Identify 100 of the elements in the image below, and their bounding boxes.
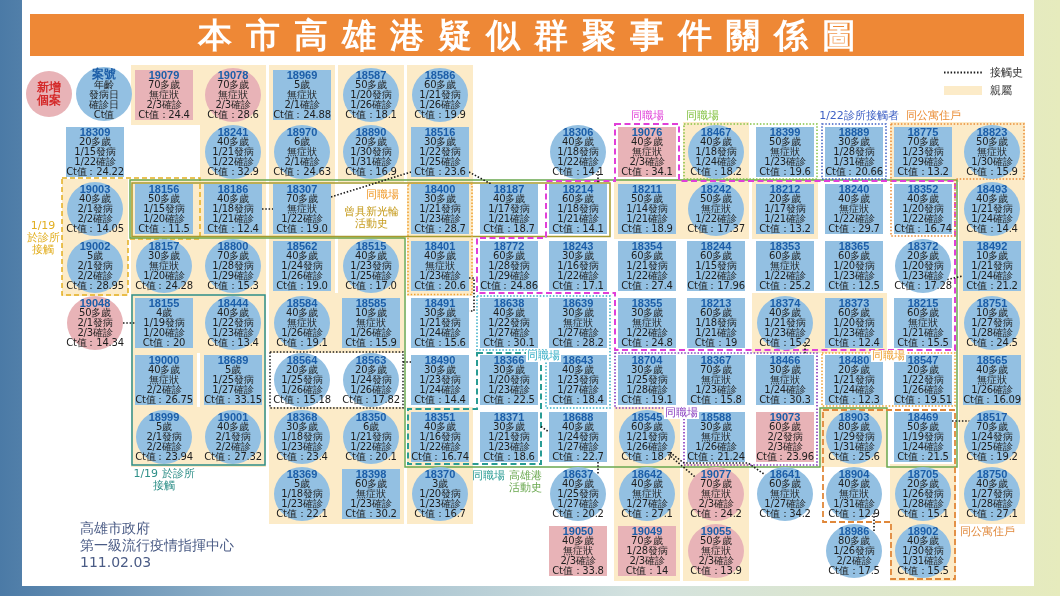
case-number: 18491 [424, 298, 456, 308]
case-box [756, 241, 814, 291]
age-text: 50多歲 [700, 194, 732, 204]
ct-value: Ct值：17.0 [345, 281, 397, 291]
age-text: 30多歲 [769, 365, 801, 375]
confirmed-date: 1/26確診 [281, 385, 323, 395]
ct-value: Ct值：14.4 [414, 395, 466, 405]
case-box [618, 355, 676, 405]
diagram-title: 本市高雄港疑似群聚事件關係圖 [196, 15, 870, 55]
onset-text: 1/21發病 [626, 261, 668, 271]
case-number: 19055 [700, 526, 732, 536]
case-number: 18351 [424, 412, 456, 422]
case-number: 18688 [562, 412, 594, 422]
ct-value: Ct值：13.9 [690, 566, 742, 576]
case-number: 18215 [907, 298, 939, 308]
age-text: 6歲 [363, 422, 379, 432]
case-number: 18970 [286, 127, 318, 137]
age-text: 40多歲 [631, 479, 663, 489]
case-number: 18585 [355, 298, 387, 308]
age-text: 40多歲 [562, 422, 594, 432]
age-text: 40多歲 [286, 251, 318, 261]
ct-value: Ct值：28.2 [552, 338, 604, 348]
confirmed-date: 1/21確診 [557, 214, 599, 224]
case-number: 19001 [217, 412, 249, 422]
case-number: 18187 [493, 184, 525, 194]
age-text: 70多歲 [976, 422, 1008, 432]
age-text: 60多歲 [700, 308, 732, 318]
onset-text: 1/27發病 [971, 318, 1013, 328]
ct-value: Ct值：16.74 [411, 452, 469, 462]
age-text: 20多歲 [838, 365, 870, 375]
case-number: 18352 [907, 184, 939, 194]
case-box [549, 412, 607, 462]
ct-value: Ct值：12.5 [828, 281, 880, 291]
confirmed-date: 1/21確診 [764, 214, 806, 224]
confirmed-date: 1/24確診 [695, 157, 737, 167]
onset-text: 1/18發病 [557, 147, 599, 157]
onset-text: 1/23發病 [902, 147, 944, 157]
case-number: 18466 [769, 355, 801, 365]
ct-value: Ct值：19.6 [759, 167, 811, 177]
onset-text: 1/21發病 [419, 318, 461, 328]
case-number: 18155 [148, 298, 180, 308]
age-text: 30多歲 [562, 251, 594, 261]
ct-value: Ct值：24.28 [135, 281, 193, 291]
age-text: 50多歲 [907, 422, 939, 432]
ct-value: Ct值：18.4 [552, 395, 604, 405]
confirmed-date: 1/23確診 [419, 271, 461, 281]
age-text: 30多歲 [838, 137, 870, 147]
case-number: 18999 [148, 412, 180, 422]
confirmed-date: 1/24確診 [833, 385, 875, 395]
onset-text: 1/21發病 [350, 432, 392, 442]
age-text: 70多歲 [700, 479, 732, 489]
case-number: 18350 [355, 412, 387, 422]
onset-text: 1/20發病 [350, 90, 392, 100]
confirmed-date: 1/23確診 [764, 328, 806, 338]
group-label: 同職場 [664, 407, 699, 419]
onset-text: 1/26發病 [902, 489, 944, 499]
ct-value: Ct值：34.2 [759, 509, 811, 519]
ct-value: Ct值：22.1 [276, 509, 328, 519]
age-text: 40多歲 [79, 194, 111, 204]
age-text: 60多歲 [769, 422, 801, 432]
onset-text: 1/15發病 [143, 204, 185, 214]
case-number: 18353 [769, 241, 801, 251]
ct-value: Ct值：15.5 [897, 338, 949, 348]
age-text: 4歲 [156, 308, 172, 318]
confirmed-date: 1/26確診 [281, 271, 323, 281]
onset-text: 1/18發病 [281, 489, 323, 499]
contact-line [402, 361, 412, 363]
confirmed-date: 1/31確診 [350, 157, 392, 167]
onset-text: 1/24發病 [350, 375, 392, 385]
onset-text: 1/24發病 [557, 432, 599, 442]
group-label: 同職場 [526, 350, 561, 362]
age-text: 5歲 [225, 365, 241, 375]
age-text: 5歲 [156, 422, 172, 432]
age-text: 20多歲 [769, 194, 801, 204]
onset-text: 1/20發病 [833, 318, 875, 328]
onset-text: 無症狀 [287, 90, 317, 100]
onset-text: 無症狀 [770, 261, 800, 271]
confirmed-date: 1/23確診 [419, 214, 461, 224]
confirmed-date: 1/29確診 [488, 271, 530, 281]
age-text: 40多歲 [562, 365, 594, 375]
confirmed-date: 1/22確診 [557, 271, 599, 281]
case-box [687, 298, 745, 348]
case-number: 18306 [562, 127, 594, 137]
confirmed-date: 2/2確診 [836, 556, 872, 566]
age-text: 60多歲 [493, 251, 525, 261]
ct-value: Ct值：13.2 [759, 224, 811, 234]
confirmed-date: 2/2確診 [77, 214, 113, 224]
confirmed-date: 2/2確診 [146, 385, 182, 395]
org-unit: 第一級流行疫情指揮中心 [80, 537, 234, 554]
onset-text: 1/25發病 [212, 375, 254, 385]
onset-text: 無症狀 [287, 147, 317, 157]
age-text: 20多歲 [355, 365, 387, 375]
onset-text: 無症狀 [977, 375, 1007, 385]
confirmed-date: 1/25確診 [971, 442, 1013, 452]
new-case-box [135, 70, 193, 120]
age-text: 40多歲 [838, 194, 870, 204]
confirmed-date: 1/31確診 [833, 499, 875, 509]
case-number: 18212 [769, 184, 801, 194]
case-number: 18355 [631, 298, 663, 308]
case-number: 19077 [700, 469, 732, 479]
